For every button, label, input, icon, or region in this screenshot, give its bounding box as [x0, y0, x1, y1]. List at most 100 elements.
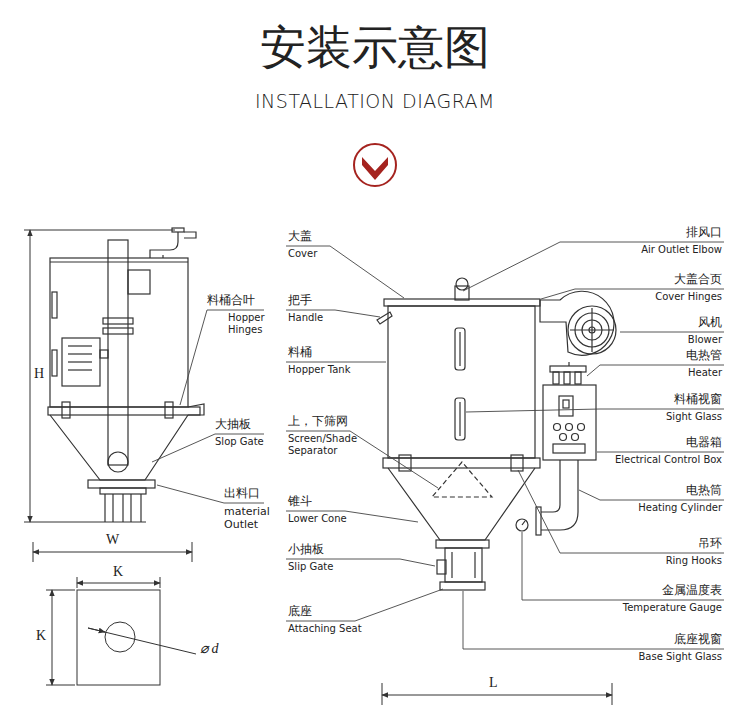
hopper-dryer: [445, 548, 482, 582]
dimension-line: [30, 230, 31, 522]
part-label: Hopper Tank: [288, 364, 351, 376]
part-label: 出料口: [224, 486, 260, 500]
leader-line: [215, 434, 264, 435]
hopper-dryer: [384, 299, 540, 306]
part-label: Lower Cone: [288, 513, 347, 525]
hopper-side-view: [150, 232, 178, 258]
hopper-dryer: [543, 385, 596, 460]
dimension-line: [33, 552, 192, 553]
hopper-side-view: [108, 452, 128, 472]
part-label: 排风口: [686, 225, 722, 239]
subtitle: INSTALLATION DIAGRAM: [255, 90, 495, 113]
dimension-label: ⌀ d: [200, 641, 219, 658]
dimension-line: [88, 628, 196, 654]
dimension-label: H: [34, 366, 44, 383]
leader-line: [157, 485, 224, 503]
hopper-dryer: [568, 306, 616, 354]
leader-line: [286, 431, 438, 488]
title: 安装示意图: [260, 22, 490, 73]
hopper-dryer: [575, 372, 581, 384]
dimension-label: K: [36, 628, 46, 645]
dimension-line: [612, 683, 613, 705]
dimension-line: [52, 590, 53, 685]
hopper-dryer: [563, 400, 569, 408]
part-label: Screen/Shade Separator: [288, 433, 373, 457]
leader-line: [463, 242, 724, 291]
hopper-side-view: [128, 270, 150, 294]
part-label: Air Outlet Elbow: [641, 244, 722, 256]
hopper-side-view: [50, 261, 188, 262]
leader-line: [522, 532, 724, 600]
hopper-dryer: [474, 552, 475, 578]
dimension-line: [88, 628, 105, 632]
dimension-line: [24, 230, 196, 685]
hopper-side-view: [52, 292, 57, 318]
part-label: 上，下筛网: [288, 414, 348, 428]
part-label: Temperature Gauge: [623, 602, 722, 614]
hopper-dryer: [541, 460, 560, 512]
hopper-side-view: [48, 228, 204, 522]
hopper-side-view: [52, 350, 57, 376]
part-label: 把手: [288, 293, 312, 307]
hopper-dryer: [516, 519, 528, 531]
part-label: Cover Hinges: [655, 291, 722, 303]
hopper-side-view: [68, 345, 92, 346]
part-label: Slip Gate: [288, 561, 333, 573]
hopper-dryer: [440, 582, 485, 590]
hopper-side-view: [50, 415, 188, 480]
dimension-line: [382, 695, 612, 696]
hopper-side-view: [103, 328, 133, 334]
leader-line: [152, 242, 724, 649]
leader-line: [286, 246, 404, 298]
hopper-dryer: [591, 308, 592, 352]
part-label: Cover: [288, 248, 317, 260]
part-label: 料桶视窗: [674, 392, 722, 406]
hopper-dryer: [456, 278, 468, 290]
part-label: 吊环: [698, 536, 722, 550]
hopper-dryer: [559, 396, 573, 416]
dimension-line: [46, 590, 75, 591]
hopper-side-view: [130, 494, 131, 522]
leader-line: [286, 362, 386, 363]
hopper-side-view: [48, 407, 200, 415]
part-label: 大抽板: [215, 417, 251, 431]
part-label: 底座: [288, 604, 312, 618]
part-label: Sight Glass: [666, 411, 722, 423]
hopper-side-view: [68, 369, 92, 370]
hopper-dryer: [578, 424, 585, 431]
hopper-dryer: [560, 434, 567, 441]
part-label: Hopper Hinges: [228, 312, 270, 336]
hopper-dryer: [459, 402, 460, 436]
dimension-line: [382, 683, 383, 705]
hopper-dryer: [540, 291, 614, 355]
part-label: 料桶: [288, 345, 312, 359]
leader-line: [224, 503, 264, 504]
part-label: 电器箱: [686, 435, 722, 449]
leader-line: [152, 434, 215, 462]
hopper-dryer: [564, 372, 570, 384]
hopper-dryer: [566, 424, 573, 431]
hopper-dryer: [455, 328, 465, 370]
hopper-dryer: [436, 540, 489, 548]
part-label: 大盖: [288, 229, 312, 243]
hopper-dryer: [554, 424, 561, 431]
part-label: 电热管: [686, 348, 722, 362]
part-label: 金属温度表: [662, 583, 722, 597]
dimension-label: L: [489, 675, 498, 692]
hopper-dryer: [553, 372, 559, 384]
hopper-dryer: [572, 434, 579, 441]
hopper-dryer: [511, 455, 523, 471]
leader-line: [180, 310, 207, 405]
part-label: material Outlet: [224, 505, 278, 531]
hopper-dryer: [568, 362, 569, 366]
hopper-side-view: [162, 255, 163, 258]
hopper-side-view: [184, 232, 196, 238]
hopper-side-view: [62, 338, 100, 386]
hopper-side-view: [112, 494, 113, 522]
leader-line: [597, 452, 724, 453]
hopper-dryer: [388, 468, 535, 540]
hopper-dryer: [377, 312, 392, 324]
chevron-icon: [362, 157, 388, 180]
dimension-line: [77, 590, 160, 685]
leader-line: [207, 310, 264, 311]
